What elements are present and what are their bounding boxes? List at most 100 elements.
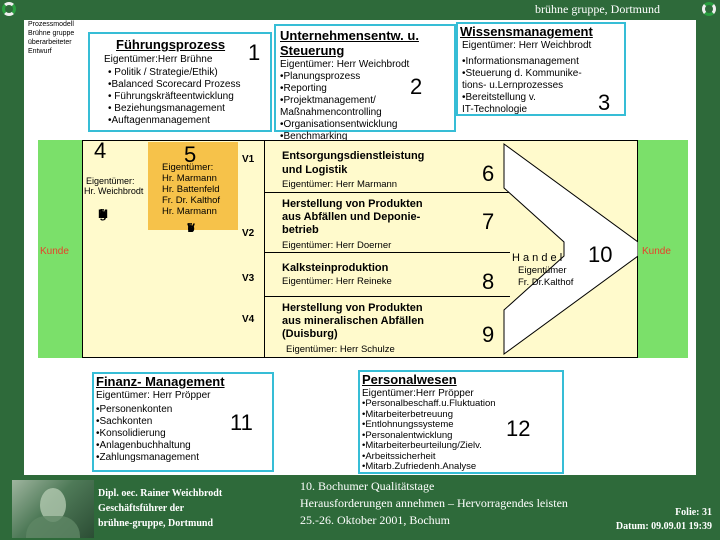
- box-number: 1: [248, 40, 261, 65]
- letter: e: [99, 207, 107, 221]
- note-line: Prozessmodell: [28, 21, 74, 28]
- draft-note: Prozessmodell Brühne gruppe überarbeitet…: [28, 20, 74, 56]
- slide-date: Datum: 09.09.01 19:39: [615, 521, 712, 532]
- box-owner: Eigentümer:Herr Brühne: [104, 54, 213, 65]
- list-item: •Konsolidierung: [96, 428, 166, 439]
- header-title: brühne gruppe, Dortmund: [535, 2, 660, 16]
- row-owner: Eigentümer: Herr Reineke: [282, 276, 392, 287]
- list-item: •Mitarbeiterbeurteilung/Zielv.: [362, 440, 482, 451]
- letter: M: [98, 207, 108, 221]
- footer-slide-info: Folie: 31 Datum: 09.09.01 19:39: [560, 506, 712, 534]
- handel-owner: Eigentümer: [518, 265, 567, 276]
- marketing-number: 4: [94, 138, 107, 163]
- note-line: überarbeiteter: [28, 39, 72, 46]
- list-item: •Personalbeschaff.u.Fluktuation: [362, 398, 496, 409]
- box-title: Finanz- Management: [96, 374, 225, 389]
- box-title: Steuerung: [280, 43, 345, 58]
- owner-line: Hr. Marmann: [162, 206, 217, 217]
- letter: i: [101, 207, 105, 221]
- vertrieb-owners: Eigentümer: Hr. Marmann Hr. Battenfeld F…: [162, 162, 220, 217]
- letter: n: [99, 207, 107, 221]
- footer-line: Geschäftsführer der: [98, 503, 185, 514]
- list-item: •Sachkonten: [96, 416, 153, 427]
- row-owner: Eigentümer: Herr Schulze: [286, 344, 395, 355]
- row-number: 7: [482, 209, 495, 234]
- box-items: • Politik / Strategie/Ethik) •Balanced S…: [108, 67, 240, 127]
- row-title: Kalksteinproduktion: [282, 262, 389, 274]
- letter: g: [99, 207, 107, 221]
- letter: b: [187, 221, 195, 235]
- row-title: aus mineralischen Abfällen: [282, 315, 425, 327]
- footer-line: 10. Bochumer Qualitätstage: [300, 479, 435, 493]
- list-item: •Anlagenbuchhaltung: [96, 440, 191, 451]
- vertrieb-number: 5: [184, 142, 197, 167]
- vertrieb-owner-box: [148, 142, 238, 230]
- handel-owner: Fr. Dr.Kalthof: [518, 277, 574, 288]
- box-number: 3: [598, 90, 611, 115]
- box-owner: Eigentümer:Herr Pröpper: [362, 388, 474, 399]
- list-item: tions- u.Lernprozesses: [462, 80, 564, 91]
- list-item: •Entlohnungssysteme: [362, 419, 454, 430]
- footer-presenter: Dipl. oec. Rainer Weichbrodt Geschäftsfü…: [98, 486, 222, 531]
- v-label: V1: [242, 154, 255, 165]
- row-owner: Eigentümer: Herr Marmann: [282, 179, 398, 190]
- footer-line: 25.-26. Oktober 2001, Bochum: [300, 513, 450, 527]
- row-divider: [264, 192, 510, 193]
- box-unternehmensentwicklung: Unternehmensentw. u. Steuerung Eigentüme…: [274, 24, 456, 142]
- process-model: Prozessmodell Brühne gruppe überarbeitet…: [24, 20, 696, 475]
- list-item: •Reporting: [280, 83, 327, 94]
- kunde-left-label: Kunde: [40, 246, 69, 257]
- box-wissensmanagement: Wissensmanagement Eigentümer: Herr Weich…: [456, 22, 626, 116]
- box-personalwesen: Personalwesen Eigentümer:Herr Pröpper 12…: [358, 370, 564, 474]
- owner-line: Hr. Battenfeld: [162, 184, 220, 195]
- letter: t: [101, 207, 105, 221]
- photo-body: [26, 516, 80, 538]
- footer-line: Dipl. oec. Rainer Weichbrodt: [98, 488, 223, 499]
- list-item: •Personenkonten: [96, 404, 173, 415]
- owner-line: Fr. Dr. Kalthof: [162, 195, 221, 206]
- handel-label: H a n d e l: [512, 252, 563, 264]
- footer-event: 10. Bochumer Qualitätstage Herausforderu…: [300, 478, 568, 529]
- footer-line: brühne-gruppe, Dortmund: [98, 518, 214, 529]
- box-title: Führungsprozess: [116, 37, 226, 52]
- box-owner: Eigentümer: Herr Pröpper: [96, 390, 211, 401]
- box-title: Wissensmanagement: [460, 24, 593, 39]
- letter: r: [100, 207, 106, 221]
- list-item: Maßnahmencontrolling: [280, 107, 382, 118]
- letter: t: [189, 221, 193, 235]
- row-divider: [264, 252, 510, 253]
- row-title: Entsorgungsdienstleistung: [282, 150, 425, 162]
- box-owner: Eigentümer: Herr Weichbrodt: [280, 59, 410, 70]
- row-title: Herstellung von Produkten: [282, 198, 423, 210]
- list-item: •Informationsmanagement: [462, 56, 579, 67]
- handel-number: 10: [588, 242, 613, 267]
- row-title: aus Abfällen und Deponie-: [282, 211, 421, 223]
- list-item: •Zahlungsmanagement: [96, 452, 200, 463]
- box-items: •Informationsmanagement •Steuerung d. Ko…: [462, 56, 582, 116]
- ring-icon: [2, 2, 16, 16]
- row-number: 9: [482, 322, 495, 347]
- list-item: IT-Technologie: [462, 104, 528, 115]
- letter: r: [188, 221, 194, 235]
- box-number: 11: [230, 410, 253, 435]
- box-fuehrungsprozess: Führungsprozess 1 Eigentümer:Herr Brühne…: [88, 32, 272, 132]
- box-finanzmanagement: Finanz- Management Eigentümer: Herr Pröp…: [92, 372, 274, 472]
- box-title: Unternehmensentw. u.: [280, 28, 419, 43]
- box-items: •Personenkonten •Sachkonten •Konsolidier…: [96, 404, 199, 464]
- list-item: •Auftagenmanagement: [108, 115, 210, 126]
- footer-line: Herausforderungen annehmen – Hervorragen…: [300, 496, 568, 510]
- list-item: • Beziehungsmanagement: [108, 103, 225, 114]
- row-owner: Eigentümer: Herr Doerner: [282, 240, 392, 251]
- owner-line: Hr. Marmann: [162, 173, 217, 184]
- row-title: (Duisburg): [282, 328, 338, 340]
- v-label: V3: [242, 273, 255, 284]
- letter: e: [187, 221, 195, 235]
- v-label: V4: [242, 314, 255, 325]
- row-title: Herstellung von Produkten: [282, 302, 423, 314]
- column-divider: [264, 140, 265, 358]
- list-item: •Projektmanagement/: [280, 95, 376, 106]
- letter: r: [188, 221, 194, 235]
- list-item: • Politik / Strategie/Ethik): [108, 67, 218, 78]
- slide-number: Folie: 31: [675, 507, 712, 518]
- list-item: •Balanced Scorecard Prozess: [108, 79, 241, 90]
